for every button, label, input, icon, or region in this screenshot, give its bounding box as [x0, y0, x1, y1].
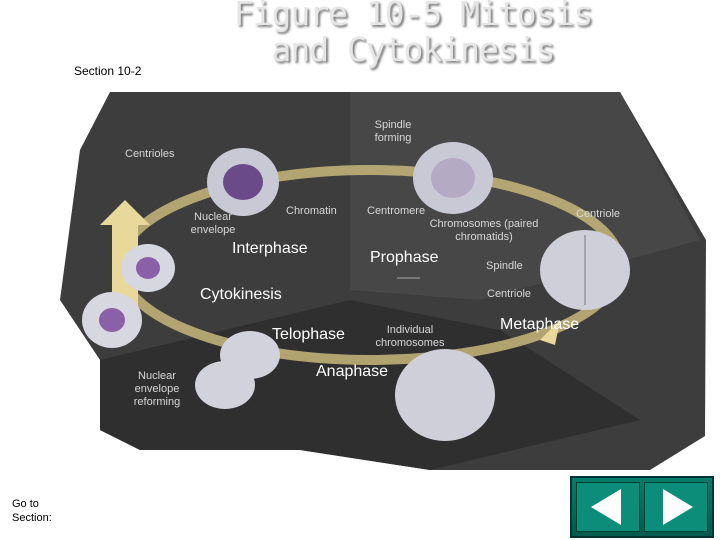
phase-interphase: Interphase [232, 240, 308, 257]
phase-telophase: Telophase [272, 326, 345, 343]
left-arrow-icon [591, 489, 621, 525]
phase-cytokinesis: Cytokinesis [200, 286, 282, 303]
anaphase-cell [395, 349, 495, 441]
label-chromatin: Chromatin [286, 205, 337, 217]
label-spindle-forming: Spindle forming [374, 119, 412, 144]
label-individual-chromosomes: Individual chromosomes [375, 324, 445, 349]
label-nuclear-envelope: Nuclear envelope [190, 211, 236, 236]
label-chromosomes: Chromosomes (paired chromatids) [429, 218, 539, 243]
title-line-1: Figure 10-5 Mitosis [233, 0, 594, 33]
phase-anaphase: Anaphase [316, 363, 389, 380]
label-nuclear-envelope-reforming: Nuclear envelope reforming [133, 370, 181, 408]
phase-metaphase: Metaphase [500, 316, 580, 333]
label-spindle: Spindle [486, 260, 523, 272]
prophase-cell [413, 142, 493, 214]
label-centrioles: Centrioles [125, 148, 175, 160]
label-centriole-mid: Centriole [487, 288, 532, 300]
cytokinesis-cell-lower [82, 292, 142, 348]
phase-prophase: Prophase [370, 249, 439, 266]
previous-button[interactable] [576, 482, 640, 532]
metaphase-cell [540, 230, 630, 310]
title-line-2: and Cytokinesis [271, 30, 555, 69]
page-title: Figure 10-5 Mitosis and Cytokinesis [228, 0, 598, 68]
cytokinesis-cell-upper [121, 244, 175, 292]
navigation-panel [570, 476, 714, 538]
cycle-arrow-right [540, 320, 560, 345]
label-centromere: Centromere [367, 205, 426, 217]
next-button[interactable] [644, 482, 708, 532]
go-to-section-label: Go to Section: [12, 498, 52, 524]
telophase-cell [195, 331, 280, 409]
section-label: Section 10-2 [74, 64, 142, 78]
label-centriole-top: Centriole [576, 208, 621, 220]
interphase-cell [207, 148, 279, 216]
right-arrow-icon [663, 489, 693, 525]
